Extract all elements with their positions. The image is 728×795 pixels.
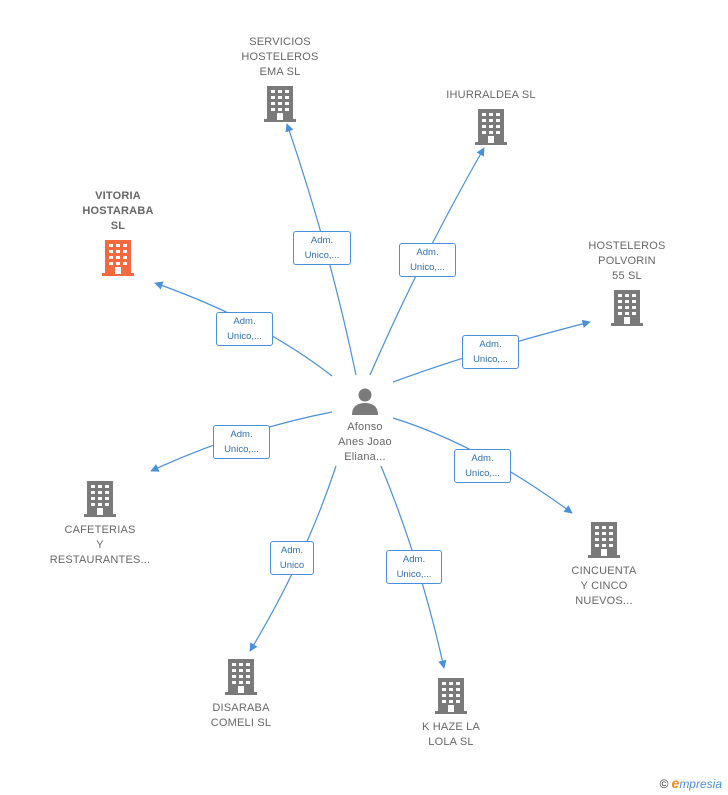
company-node-ihurraldea[interactable]: IHURRALDEA SL	[436, 88, 546, 145]
person-icon	[352, 388, 378, 415]
person-node-center[interactable]: Afonso Anes Joao Eliana...	[320, 386, 410, 465]
company-name: VITORIA HOSTARABA SL	[82, 190, 154, 232]
building-icon	[475, 109, 507, 145]
person-name: Afonso Anes Joao Eliana...	[338, 421, 392, 463]
brand-footer[interactable]: ©empresia	[660, 775, 722, 791]
relation-label-disaraba[interactable]: Adm. Unico	[270, 541, 314, 575]
building-icon	[435, 678, 467, 714]
company-name: K HAZE LA LOLA SL	[421, 721, 481, 748]
company-name: CINCUENTA Y CINCO NUEVOS...	[571, 565, 637, 607]
copyright-symbol: ©	[659, 777, 669, 791]
building-icon	[84, 481, 116, 517]
company-node-vitoria[interactable]: VITORIA HOSTARABA SL	[63, 189, 173, 276]
building-icon	[588, 522, 620, 558]
relation-label-polvorin[interactable]: Adm. Unico,...	[462, 335, 519, 369]
relation-label-cincuenta[interactable]: Adm. Unico,...	[454, 449, 511, 483]
company-node-polvorin[interactable]: HOSTELEROS POLVORIN 55 SL	[572, 239, 682, 326]
relation-label-vitoria[interactable]: Adm. Unico,...	[216, 312, 273, 346]
company-node-cincuenta[interactable]: CINCUENTA Y CINCO NUEVOS...	[549, 522, 659, 609]
building-icon	[264, 86, 296, 122]
company-name: DISARABA COMELI SL	[210, 702, 272, 729]
relation-label-servicios[interactable]: Adm. Unico,...	[293, 231, 351, 265]
company-node-cafeterias[interactable]: CAFETERIAS Y RESTAURANTES...	[40, 481, 160, 568]
company-name: HOSTELEROS POLVORIN 55 SL	[588, 240, 666, 282]
company-name: SERVICIOS HOSTELEROS EMA SL	[241, 36, 319, 78]
company-node-disaraba[interactable]: DISARABA COMELI SL	[186, 659, 296, 731]
building-icon	[102, 240, 134, 276]
brand-logo-text: mpresia	[679, 777, 722, 791]
company-name: IHURRALDEA SL	[446, 89, 536, 101]
relation-label-khaze[interactable]: Adm. Unico,...	[386, 550, 442, 584]
relation-label-cafeterias[interactable]: Adm. Unico,...	[213, 425, 270, 459]
company-name: CAFETERIAS Y RESTAURANTES...	[49, 524, 151, 566]
building-icon	[611, 290, 643, 326]
company-node-servicios[interactable]: SERVICIOS HOSTELEROS EMA SL	[225, 35, 335, 122]
building-icon	[225, 659, 257, 695]
brand-logo-initial: e	[671, 775, 680, 791]
relation-label-ihurraldea[interactable]: Adm. Unico,...	[399, 243, 456, 277]
company-node-khaze[interactable]: K HAZE LA LOLA SL	[396, 678, 506, 750]
